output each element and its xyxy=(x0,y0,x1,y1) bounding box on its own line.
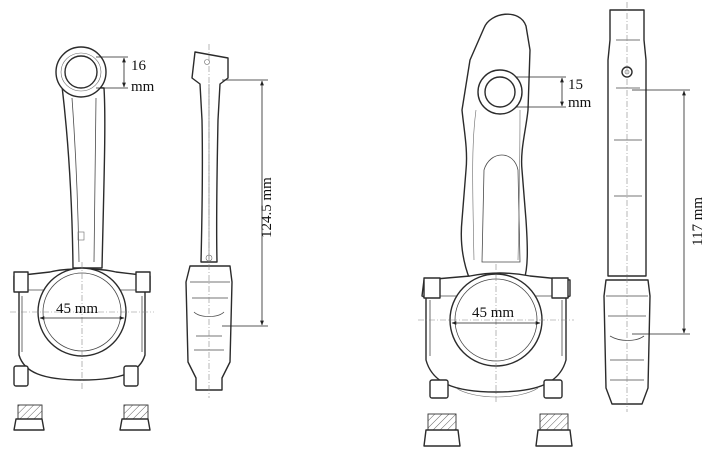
left-small-bore-label: 16 xyxy=(131,58,147,74)
right-bolt-hatch-2 xyxy=(535,413,573,447)
right-small-bore-label: 15 xyxy=(568,77,583,93)
left-bolt-hatch-1 xyxy=(13,404,45,431)
right-length-label: 117 mm xyxy=(690,197,706,246)
left-small-bore-unit: mm xyxy=(131,79,155,95)
left-length-label: 124.5 mm xyxy=(259,177,275,238)
left-rod-front-view xyxy=(10,46,154,431)
left-bolt-hatch-2 xyxy=(119,404,151,431)
right-rod-front-view xyxy=(418,13,574,447)
right-big-bore-label: 45 mm xyxy=(472,305,514,321)
right-small-bore-unit: mm xyxy=(568,95,592,111)
right-rod-side-view xyxy=(603,2,651,412)
left-big-bore-label: 45 mm xyxy=(56,301,98,317)
left-rod-side-view xyxy=(185,44,233,398)
right-bolt-hatch-1 xyxy=(423,413,461,447)
